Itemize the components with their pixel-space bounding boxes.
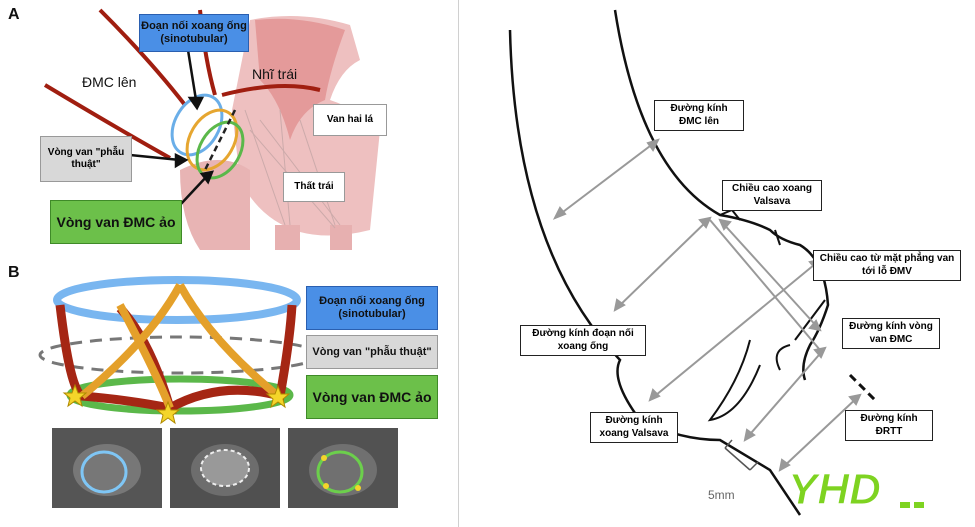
- ostium-mark: [774, 229, 781, 246]
- panel-b-illustration: [38, 276, 322, 425]
- a-surgical-ring-label: Vòng van "phẫu thuật": [40, 136, 132, 182]
- b-stj-label: Đoạn nối xoang ống (sinotubular): [306, 286, 438, 330]
- a-virtual-ring-label: Vòng van ĐMC ảo: [50, 200, 182, 244]
- panel-divider: [458, 0, 459, 527]
- coronary-height-label: Chiều cao từ mặt phẳng van tới lỗ ĐMV: [813, 250, 961, 281]
- ct-image-2: [170, 428, 280, 508]
- ct-image-3: [288, 428, 398, 508]
- cusp-mid: [775, 344, 791, 371]
- leaflet-curve: [185, 108, 239, 172]
- cusp-right: [707, 339, 761, 422]
- lvot-diameter-label: Đường kính ĐRTT: [845, 410, 933, 441]
- b-leaflet-3: [79, 283, 184, 400]
- papillary-2: [330, 225, 352, 250]
- left-arrows: [129, 49, 215, 206]
- yhd-logo: YHD: [788, 462, 938, 515]
- aorta-outline-lower: [43, 83, 171, 160]
- annulus-diameter-label: Đường kính vòng van ĐMC: [842, 318, 940, 349]
- panel-right: Đường kính ĐMC lên Chiều cao xoang Valsa…: [470, 0, 975, 527]
- b-virtual-ring-label: Vòng van ĐMC ảo: [306, 375, 438, 419]
- left-illustration: [38, 8, 380, 425]
- atrium-outline: [221, 84, 321, 97]
- valsalva-diameter-label: Đường kính xoang Valsava: [590, 412, 678, 443]
- b-cusp-1: [55, 304, 177, 414]
- a-stj-label: Đoạn nối xoang ống (sinotubular): [139, 14, 249, 52]
- measurement-arrows: [552, 138, 862, 472]
- ventricle-tissue: [180, 160, 250, 250]
- b-leaflet-1: [116, 303, 174, 410]
- a-lv-label: Thất trái: [283, 172, 345, 202]
- b-surgical-ring: [38, 335, 322, 375]
- b-leaflet-2: [176, 283, 281, 400]
- scale-label: 5mm: [708, 488, 735, 502]
- aorta-right-wall: [613, 9, 830, 381]
- stj-diameter-label: Đường kính đoạn nối xoang ống: [520, 325, 646, 356]
- b-surgical-ring-label: Vòng van "phẫu thuật": [306, 335, 438, 369]
- aorta-left-wall: [508, 29, 802, 516]
- atrium-wall: [255, 18, 345, 140]
- b-stars: [62, 383, 291, 425]
- asc-diameter-label: Đường kính ĐMC lên: [654, 100, 744, 131]
- surgical-ring-dash: [203, 109, 237, 171]
- aortic-root-diagram: [508, 9, 877, 516]
- panel-a-letter: A: [8, 6, 20, 23]
- a-mitral-label: Van hai lá: [313, 104, 387, 136]
- a-left-atrium-label: Nhĩ trái: [252, 66, 298, 82]
- valsalva-height-label: Chiều cao xoang Valsava: [722, 180, 822, 211]
- logo-text: YHD: [788, 465, 881, 512]
- stj-ring: [170, 93, 224, 157]
- scale-bar: [724, 439, 759, 471]
- b-stj-ring: [53, 276, 301, 324]
- lvot-dash: [848, 373, 877, 402]
- panel-b-letter: B: [8, 264, 20, 281]
- aorta-outline-upper: [98, 8, 187, 107]
- ct-image-1: [52, 428, 162, 508]
- a-asc-aorta-label: ĐMC lên: [82, 74, 137, 90]
- panel-left: A Đoạn nối xoang ống (sinotubular) ĐMC l…: [0, 0, 455, 527]
- papillary-1: [275, 225, 300, 250]
